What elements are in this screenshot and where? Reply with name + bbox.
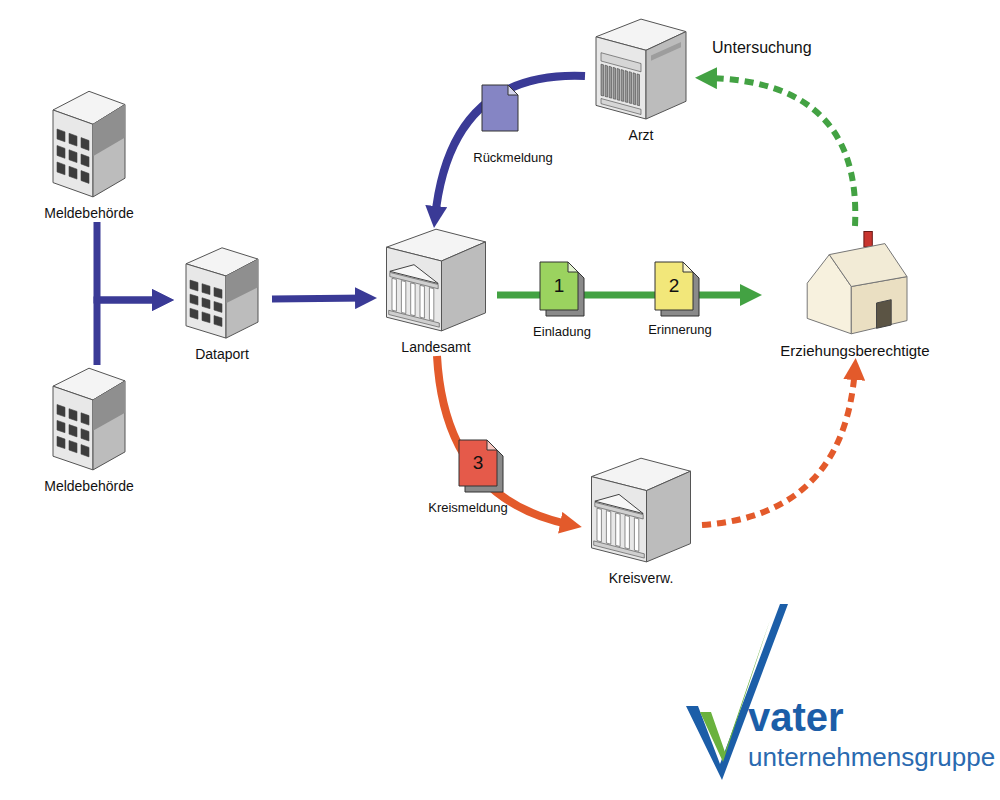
flow-arrow (437, 356, 572, 525)
bank-icon (592, 458, 691, 562)
dashed-arrow (702, 368, 855, 525)
bank-icon (387, 229, 486, 331)
node-label: Kreisverw. (580, 570, 702, 587)
dashed-arrow (705, 78, 855, 226)
node-label: Arzt (585, 127, 697, 144)
invitation-document (540, 262, 584, 316)
office-symbol (49, 365, 129, 471)
node-label: Dataport (172, 346, 272, 363)
bank-symbol (586, 455, 696, 563)
bank-symbol (381, 226, 491, 332)
callout-number: 1 (540, 275, 578, 298)
flow-arrow (272, 298, 367, 299)
office-icon (186, 248, 258, 338)
callout-number: 2 (655, 275, 693, 298)
edge-label: Kreismeldung (413, 500, 523, 516)
office-icon (53, 91, 125, 197)
flow-arrow (97, 300, 164, 365)
edge-label: Rückmeldung (458, 150, 568, 166)
office-symbol (182, 245, 262, 339)
edge-label: Einladung (512, 324, 612, 340)
node-label: Erziehungsberechtigte (760, 342, 950, 360)
edge-label: Untersuchung (712, 38, 842, 57)
office-node: Meldebehörde (30, 88, 148, 222)
return-document (482, 85, 518, 131)
flow-arrow (497, 292, 752, 299)
node-label: Landesamt (375, 339, 497, 356)
office-icon (53, 368, 125, 470)
logo-text: unternehmensgruppe (748, 742, 998, 773)
callout-number: 3 (459, 452, 497, 475)
node-label: Meldebehörde (30, 205, 148, 222)
document-label: Erinnerung (630, 322, 730, 338)
office-node: Dataport (172, 245, 272, 363)
house-icon (807, 232, 907, 334)
node-label: Meldebehörde (30, 478, 148, 495)
reminder-document (655, 262, 699, 316)
bank-node: Landesamt (375, 226, 497, 356)
logo-text: vater (748, 693, 948, 741)
district-document (459, 440, 503, 492)
server-symbol (591, 16, 691, 120)
bank-node: Kreisverw. (580, 455, 702, 587)
office-symbol (49, 88, 129, 198)
flow-arrow (97, 222, 164, 300)
house-node: Erziehungsberechtigte (760, 226, 950, 360)
flow-arrow (435, 76, 585, 218)
office-node: Meldebehörde (30, 365, 148, 495)
server-node: Arzt (585, 16, 697, 144)
server-icon (596, 19, 686, 119)
house-symbol (803, 226, 908, 336)
